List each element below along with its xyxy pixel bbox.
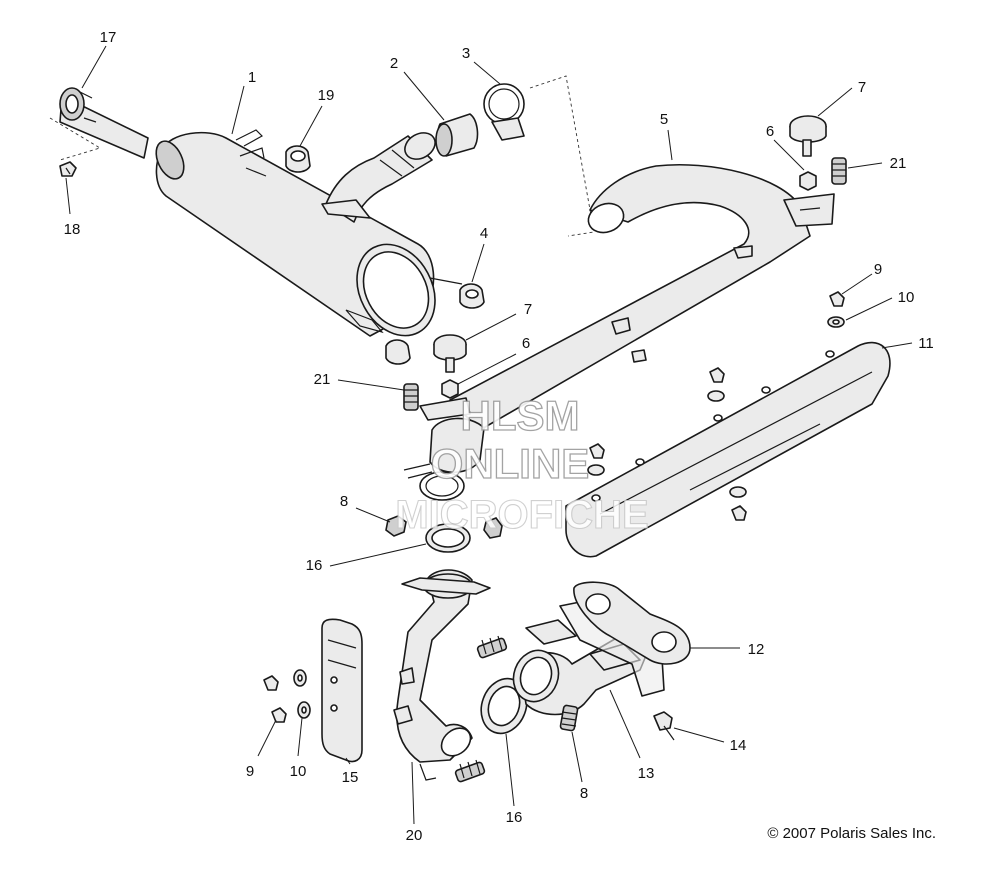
part-21-spring-lower [403,383,419,411]
callout-15: 15 [342,769,359,786]
part-10-washer-lower-upper [293,669,307,687]
shield-bolt-upper [707,367,725,402]
grommet-lower [385,339,411,365]
callout-6-top: 6 [766,123,774,140]
part-1-muffler [155,129,463,337]
part-5-head-pipe [449,163,835,431]
callout-11: 11 [918,335,934,352]
part-20-mid-pipe [393,569,491,781]
callout-7-top: 7 [858,79,866,96]
callout-10-top: 10 [898,289,915,306]
part-4-grommet [459,283,485,309]
part-8-nut-lower [559,704,579,732]
shield-bolt-middle [587,443,605,476]
callout-16-lower: 16 [506,809,523,826]
part-8-nut-upper-left [385,515,407,537]
part-9-bolt-shield-top [829,291,845,307]
part-19-grommet [285,145,311,173]
callout-21-lower: 21 [314,371,331,388]
part-9-bolt-lower-lower [271,707,287,723]
callout-1: 1 [248,69,256,86]
part-14-bolt [653,711,675,741]
spring-mid-upper [476,635,508,659]
callout-18: 18 [64,221,81,238]
part-3-clamp [483,75,595,237]
part-6-nut-lower [441,379,459,399]
watermark-line-2: ONLINE [431,440,590,487]
callout-3: 3 [462,45,470,62]
part-16-gasket-lower [480,677,528,735]
callout-8-upper: 8 [340,493,348,510]
part-17-spark-arrestor [49,87,149,161]
part-18-bolt [59,161,77,177]
part-8-nut-upper-right [483,517,503,539]
part-2-gasket [435,113,479,157]
callout-9-top: 9 [874,261,882,278]
callout-labels: 17 1 19 2 3 18 7 5 6 21 4 9 10 7 6 11 21… [64,29,934,844]
callout-9-lower: 9 [246,763,254,780]
part-16-gasket-upper [425,523,471,553]
callout-16-upper: 16 [306,557,323,574]
callout-14: 14 [730,737,747,754]
part-9-bolt-lower-upper [263,675,279,691]
part-6-nut-top [799,171,817,191]
part-10-washer-shield-top [827,316,845,328]
muffler-inlet-pipe [321,132,436,223]
callout-2: 2 [390,55,398,72]
callout-21-top: 21 [890,155,907,172]
part-11-heat-shield [565,341,891,558]
leader-lines [65,45,913,825]
callout-17: 17 [100,29,117,46]
callout-4: 4 [480,225,488,242]
head-pipe-lower-joint [403,397,485,501]
part-7-mount-lower [433,334,467,373]
watermark-line-1: HLSM [461,392,580,439]
watermark: HLSM ONLINE MICROFICHE [395,391,649,537]
spring-mid-lower [454,759,486,783]
callout-10-lower: 10 [290,763,307,780]
watermark-line-3: MICROFICHE [395,493,648,537]
part-21-spring-top [831,157,847,185]
callout-5: 5 [660,111,668,128]
callout-6-lower: 6 [522,335,530,352]
part-15-small-heat-shield [321,618,363,763]
callout-19: 19 [318,87,335,104]
callout-20: 20 [406,827,423,844]
part-12-manifold-gasket [573,581,691,665]
callout-7-lower: 7 [524,301,532,318]
callout-12: 12 [748,641,765,658]
callout-8-lower: 8 [580,785,588,802]
copyright-text: © 2007 Polaris Sales Inc. [767,825,936,842]
part-10-washer-lower-lower [297,701,311,719]
callout-13: 13 [638,765,655,782]
part-7-mount-top [789,115,827,157]
shield-bolt-lower [729,486,747,521]
